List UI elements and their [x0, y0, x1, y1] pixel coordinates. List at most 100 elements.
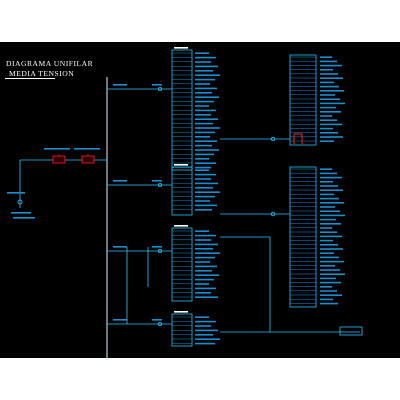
feeder-3-circuit-10-label — [195, 270, 212, 272]
right-panel-1-circuit-18-label — [320, 127, 333, 130]
feeder-1-circuit-11-label — [195, 96, 219, 98]
feeder-2-circuit-5-label — [195, 187, 213, 189]
incoming-breaker-left — [52, 155, 66, 164]
right-panel-2-circuit-14-label — [320, 223, 341, 225]
feeder-1-node — [157, 87, 162, 92]
feeder-1-circuit-21-label — [195, 140, 217, 142]
feeder-1-circuit-20-label — [195, 136, 210, 138]
feeder-1-circuit-7-label — [195, 78, 215, 81]
right-panel-2-circuit-23-label — [320, 260, 344, 263]
feeder-1-circuit-8-label — [195, 83, 210, 85]
feeder-label-a — [7, 192, 25, 194]
feeder-3-label-a — [113, 246, 127, 248]
feeder-3-circuit-8-label — [195, 261, 210, 263]
feeder-1-circuit-6-label — [195, 74, 220, 76]
feeder-1-circuit-27-label — [195, 166, 211, 169]
right-panel-2-circuit-7-label — [320, 193, 334, 196]
right-panel-2-circuit-18-label — [320, 239, 333, 242]
feeder-2-circuit-7-label — [195, 195, 215, 198]
right-panel-2-circuit-13-label — [320, 218, 336, 221]
right-panel-2-circuit-21-label — [320, 252, 334, 254]
right-panel-1-circuit-15-label — [320, 115, 332, 117]
feeder-4-label-a — [113, 319, 127, 321]
incoming-breaker-right — [81, 155, 95, 164]
right-panel-1-circuit-5-label — [320, 73, 338, 75]
feeder-1-circuit-1-label — [195, 52, 209, 54]
feeder-2-circuit-4-label — [195, 182, 218, 185]
feeder-3-circuit-12-label — [195, 278, 214, 281]
feeder-2-label-a — [113, 180, 127, 182]
diagram-title-line1: DIAGRAMA UNIFILAR — [6, 59, 94, 68]
right-panel-1-circuit-6-label — [320, 77, 343, 79]
feeder-1-circuit-26-label — [195, 162, 216, 164]
right-panel-2-circuit-3-label — [320, 176, 342, 179]
right-panel-1-circuit-9-label — [320, 90, 344, 92]
feeder-4-panel-tag — [174, 311, 188, 313]
right-panel-1-circuit-17-label — [320, 123, 342, 126]
right-panel-2-circuit-33-label — [320, 302, 338, 305]
feeder-3-circuit-13-label — [195, 283, 209, 285]
feeder-4-circuit-4-label — [195, 329, 218, 332]
right-panel-2-circuit-24-label — [320, 265, 335, 267]
cad-drawing-canvas[interactable]: DIAGRAMA UNIFILAR MEDIA TENSION — [0, 42, 400, 358]
right-panel-2-circuit-15-label — [320, 227, 332, 229]
feeder-2-circuit-6-label — [195, 191, 220, 193]
right-panel-2-circuit-10-label — [320, 206, 335, 208]
right-panel-1-circuit-20-label — [320, 136, 343, 138]
feeder-2-circuit-3-label — [195, 178, 211, 180]
feeder-4-circuit-7-label — [195, 342, 215, 345]
feeder-3-circuit-11-label — [195, 274, 219, 276]
right-panel-1-circuit-11-label — [320, 98, 340, 100]
feeder-4-node — [157, 321, 162, 326]
feeder-1-circuit-9-label — [195, 87, 217, 90]
right-panel-1-circuit-4-label — [320, 69, 333, 71]
transformer-symbol — [17, 199, 23, 205]
right-panel-1-circuit-10-label — [320, 94, 335, 96]
feeder-3-circuit-9-label — [195, 265, 217, 268]
right-panel-2-circuit-12-label — [320, 214, 345, 217]
feeder-2-circuit-1-label — [195, 169, 209, 171]
tie-node-1 — [270, 136, 276, 142]
right-panel-1-circuit-2-label — [320, 60, 337, 63]
incoming-note-b — [74, 148, 100, 150]
feeder-1-circuit-24-label — [195, 153, 214, 156]
feeder-2-circuit-10-label — [195, 209, 212, 211]
right-panel-1-circuit-21-label — [320, 140, 334, 142]
right-panel-1-circuit-13-label — [320, 106, 336, 109]
feeder-3-circuit-14-label — [195, 287, 216, 290]
feeder-1-circuit-4-label — [195, 65, 218, 68]
right-panel-2-circuit-28-label — [320, 281, 341, 284]
feeder-2-circuit-2-label — [195, 173, 216, 176]
feeder-3-circuit-3-label — [195, 239, 211, 241]
feeder-label-b — [11, 212, 31, 214]
feeder-3-circuit-4-label — [195, 243, 218, 246]
feeder-1-circuit-10-label — [195, 92, 212, 94]
feeder-1-label-a — [113, 84, 127, 86]
feeder-1-circuit-17-label — [195, 122, 213, 125]
right-panel-2-circuit-16-label — [320, 231, 337, 233]
right-panel-1-circuit-1-label — [320, 56, 332, 58]
right-panel-2-circuit-26-label — [320, 273, 345, 275]
feeder-1-circuit-13-label — [195, 105, 209, 107]
feeder-label-c — [13, 217, 35, 219]
right-panel-2-circuit-2-label — [320, 172, 337, 175]
right-panel-1-circuit-3-label — [320, 64, 342, 67]
feeder-2-panel — [171, 166, 193, 216]
right-panel-1-circuit-8-label — [320, 85, 339, 88]
right-panel-1-circuit-16-label — [320, 119, 337, 121]
feeder-3-node — [157, 248, 162, 253]
feeder-1-circuit-25-label — [195, 158, 209, 160]
feeder-3-panel-tag — [174, 225, 188, 227]
right-panel-2-circuit-17-label — [320, 235, 342, 238]
right-panel-2-circuit-8-label — [320, 197, 339, 200]
feeder-4-label-b — [152, 319, 162, 321]
feeder-4-circuit-3-label — [195, 325, 211, 327]
right-panel-2-circuit-31-label — [320, 294, 342, 296]
title-underline — [5, 78, 55, 79]
right-panel-2-circuit-1-label — [320, 168, 332, 170]
right-panel-2-circuit-22-label — [320, 256, 339, 259]
feeder-1-circuit-23-label — [195, 149, 219, 151]
right-panel-2-circuit-19-label — [320, 244, 338, 246]
feeder-1-circuit-12-label — [195, 100, 214, 103]
